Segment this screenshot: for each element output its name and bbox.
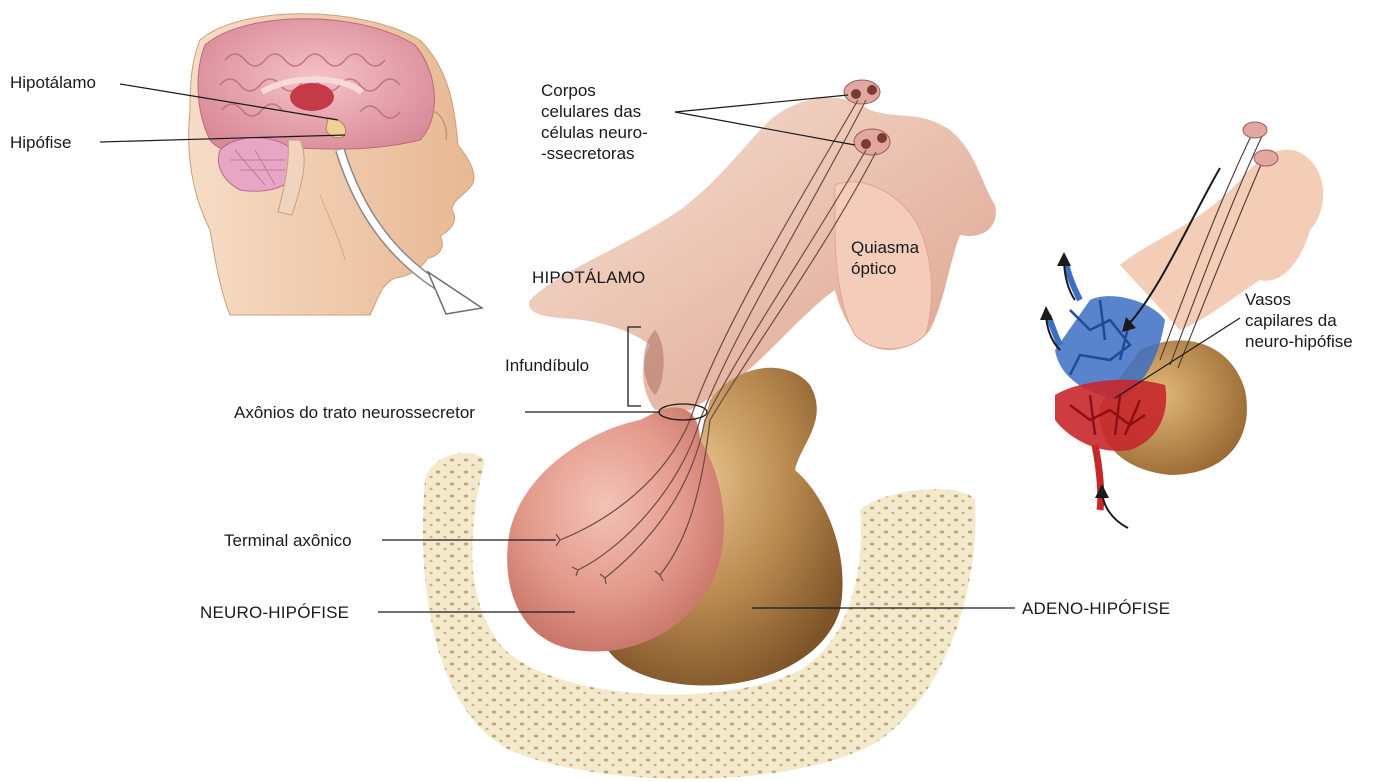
label-hipofise: Hipófise bbox=[10, 132, 71, 153]
head-illustration-icon bbox=[189, 14, 474, 315]
label-corpos-celulares: Corpos celulares das células neuro- -sse… bbox=[541, 80, 648, 164]
label-axonios: Axônios do trato neurossecretor bbox=[234, 402, 475, 423]
label-hipotalamo-caps: HIPOTÁLAMO bbox=[532, 267, 645, 288]
label-vasos-capilares: Vasos capilares da neuro-hipófise bbox=[1245, 289, 1353, 352]
label-quiasma-optico: Quiasma óptico bbox=[851, 237, 919, 279]
label-hipotalamo-small: Hipotálamo bbox=[10, 72, 96, 93]
label-infundibulo: Infundíbulo bbox=[505, 355, 589, 376]
label-adeno-hipofise: ADENO-HIPÓFISE bbox=[1022, 598, 1170, 619]
label-neuro-hipofise: NEURO-HIPÓFISE bbox=[200, 602, 349, 623]
label-terminal-axonico: Terminal axônico bbox=[224, 530, 352, 551]
infundibulum-bracket bbox=[628, 327, 641, 406]
